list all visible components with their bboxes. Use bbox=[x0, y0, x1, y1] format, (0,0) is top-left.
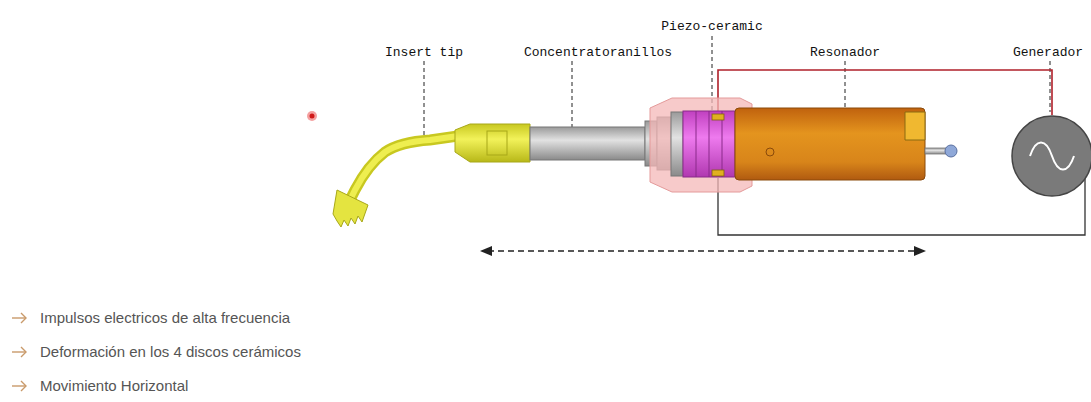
part-label: Resonador bbox=[809, 45, 881, 60]
bullet-note: Movimiento Horizontal bbox=[40, 377, 188, 395]
bullet-note: Impulsos electricos de alta frecuencia bbox=[40, 309, 290, 327]
part-label: Insert tip bbox=[384, 45, 464, 60]
part-label: Piezo-ceramic bbox=[660, 19, 763, 34]
part-label: Generador bbox=[1012, 45, 1084, 60]
bullet-note: Deformación en los 4 discos cerámicos bbox=[40, 343, 301, 361]
part-label: Concentratoranillos bbox=[523, 45, 673, 60]
